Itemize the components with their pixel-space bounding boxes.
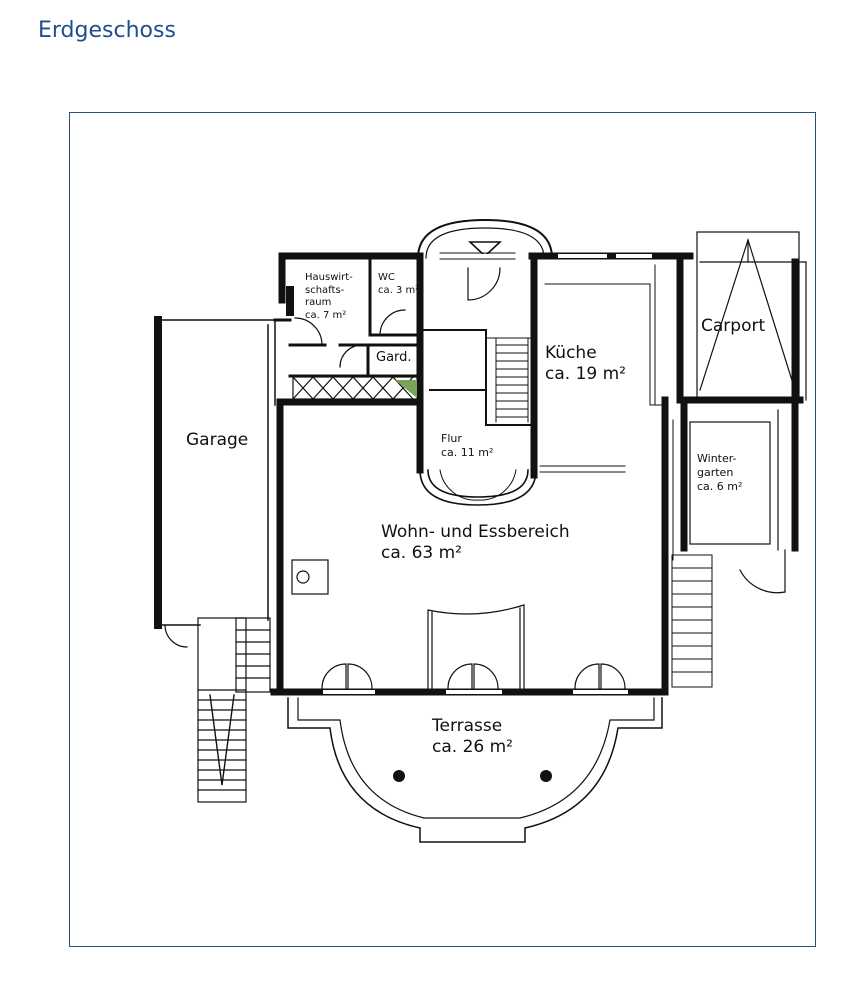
door-swings [294,267,501,368]
flur-curved-entrance [419,469,537,506]
right-stair [671,554,713,688]
room-label-carport: Carport [701,316,766,336]
plan-frame [69,112,816,947]
room-label-wc: WC ca. 3 m² [378,272,419,297]
entrance-arrow [467,241,503,258]
hwr-name-l3: raum [305,297,332,308]
room-label-flur: Flur ca. 11 m² [441,432,493,460]
wc-name: WC [378,272,395,283]
wintergarten-name-l2: garten [697,465,734,479]
garage [154,316,276,648]
flur-walls [419,329,535,426]
wohn-name: Wohn- und Essbereich [381,522,570,542]
hwr-name-l1: Hauswirt- [305,272,353,283]
left-stair [197,617,271,803]
room-label-kueche: Küche ca. 19 m² [545,343,626,386]
wall-openings [323,254,652,694]
kueche-area: ca. 19 m² [545,364,626,385]
kitchen-counter [544,264,669,406]
hwr-area: ca. 7 m² [305,309,347,321]
wintergarten-name-l1: Winter- [697,452,737,465]
carport-structure [696,231,807,401]
terrasse-area: ca. 26 m² [432,737,513,758]
living-doors [321,663,626,689]
hwr-name-l2: schafts- [305,284,345,296]
wintergarten-structure [667,409,786,594]
terrasse-name: Terrasse [432,716,503,736]
room-label-terrasse: Terrasse ca. 26 m² [432,716,513,759]
room-label-garage: Garage [186,430,249,450]
fixture [291,559,329,595]
staircase [485,337,535,423]
opening-lines [324,252,651,696]
terrace [287,697,663,843]
green-mark [395,380,417,398]
right-walls [676,258,804,552]
room-label-wohn: Wohn- und Essbereich ca. 63 m² [381,522,570,565]
page-title: Erdgeschoss [38,18,176,43]
wohn-area: ca. 63 m² [381,543,462,564]
kueche-name: Küche [545,343,597,363]
wintergarten-area: ca. 6 m² [697,479,743,493]
room-label-hwr: Hauswirt- schafts- raum ca. 7 m² [305,272,353,322]
flur-name: Flur [441,432,462,445]
room-label-gard: Gard. [376,350,412,365]
flur-partition [539,465,626,473]
fireplace-alcove [427,604,525,691]
room-label-wintergarten: Winter- garten ca. 6 m² [697,452,742,493]
entrance-bay [416,218,554,260]
wc-area: ca. 3 m² [378,284,420,296]
flur-area: ca. 11 m² [441,445,494,459]
